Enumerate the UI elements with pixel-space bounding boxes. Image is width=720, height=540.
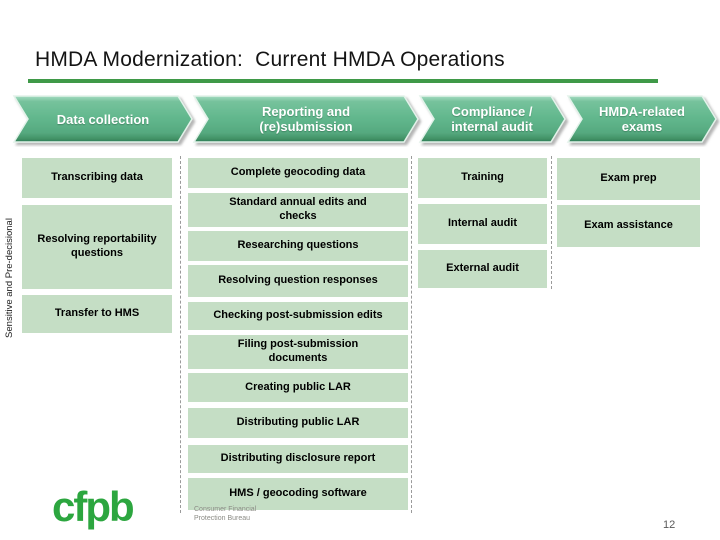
process-box: Researching questions bbox=[188, 231, 408, 261]
column-header-exams: HMDA-related exams bbox=[599, 104, 685, 134]
process-box: Creating public LAR bbox=[188, 373, 408, 402]
chevron-compliance-internal-audit bbox=[418, 95, 566, 143]
sensitivity-watermark: Sensitive and Pre-decisional bbox=[4, 218, 15, 338]
title-underline bbox=[28, 79, 658, 83]
column-separator-2 bbox=[411, 156, 412, 513]
process-box: Resolving question responses bbox=[188, 265, 408, 297]
cfpb-tagline-line1: Consumer Financial bbox=[194, 506, 257, 513]
process-box: HMS / geocoding software bbox=[188, 478, 408, 510]
page-number: 12 bbox=[663, 519, 676, 531]
column-separator-1 bbox=[180, 156, 181, 513]
chevron-data-collection bbox=[12, 95, 193, 143]
process-box: Resolving reportability questions bbox=[22, 205, 172, 289]
column-separator-3 bbox=[551, 156, 552, 289]
process-box: Complete geocoding data bbox=[188, 158, 408, 188]
column-header-data-collection: Data collection bbox=[56, 111, 150, 127]
process-box: Filing post-submission documents bbox=[188, 335, 408, 369]
chevron-hmda-related-exams bbox=[566, 95, 717, 143]
process-box: Transfer to HMS bbox=[22, 295, 172, 333]
process-box: External audit bbox=[418, 250, 547, 288]
cfpb-tagline-line2: Protection Bureau bbox=[194, 515, 251, 523]
process-box: Distributing disclosure report bbox=[188, 445, 408, 473]
column-header-reporting: Reporting and (re)submission bbox=[259, 104, 353, 134]
process-box: Distributing public LAR bbox=[188, 408, 408, 438]
cfpb-logo-tagline: Consumer Financial Protection Bureau bbox=[194, 505, 256, 524]
process-box: Exam assistance bbox=[557, 205, 700, 247]
chevron-reporting-resubmission bbox=[192, 95, 419, 143]
process-box: Standard annual edits and checks bbox=[188, 193, 408, 227]
slide-title: HMDA Modernization: Current HMDA Operati… bbox=[35, 48, 505, 71]
process-box: Transcribing data bbox=[22, 158, 172, 198]
cfpb-logo: cfpb bbox=[52, 483, 135, 530]
process-box: Exam prep bbox=[557, 158, 700, 200]
process-box: Internal audit bbox=[418, 204, 547, 244]
column-header-compliance: Compliance / internal audit bbox=[451, 104, 533, 134]
process-arrow-row bbox=[12, 95, 717, 143]
process-box: Training bbox=[418, 158, 547, 198]
process-box: Checking post-submission edits bbox=[188, 302, 408, 330]
